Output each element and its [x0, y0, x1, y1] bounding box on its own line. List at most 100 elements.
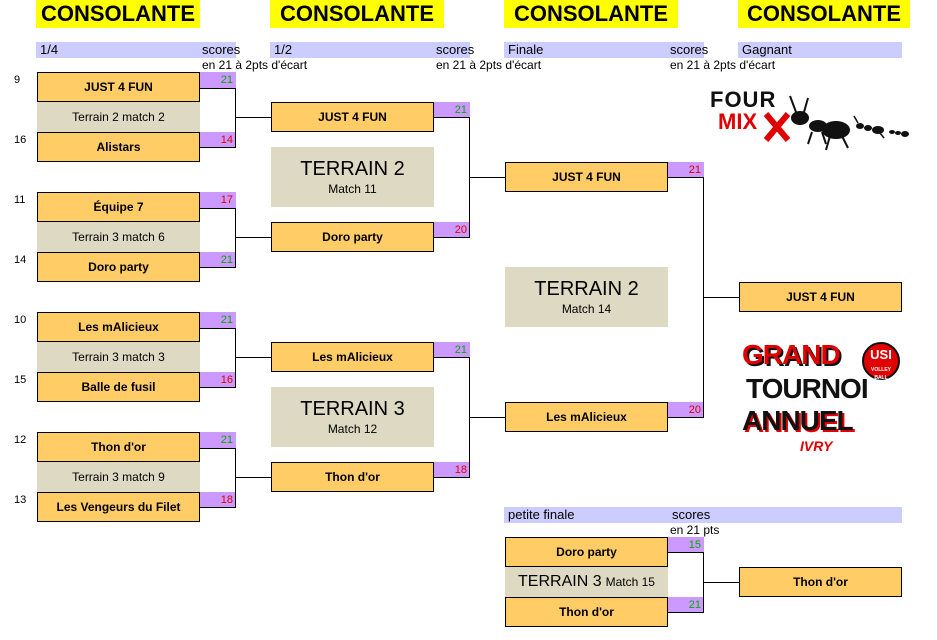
seed-number: 15: [14, 374, 27, 386]
ant-icon: [763, 95, 909, 151]
bracket-line: [434, 357, 470, 358]
terrain-name: TERRAIN 2: [300, 158, 405, 180]
bracket-line: [200, 387, 236, 388]
bracket-line: [200, 147, 236, 148]
bracket-line: [235, 88, 236, 148]
bracket-line: [469, 177, 505, 178]
score-rule-pf: en 21 pts: [670, 523, 720, 537]
bracket-line: [200, 328, 236, 329]
seed-number: 10: [14, 314, 27, 326]
bracket-line: [668, 177, 704, 178]
scores-label-2: scores: [434, 42, 475, 58]
score-cell: 21: [200, 72, 236, 88]
score-cell: 21: [200, 432, 236, 448]
team-box: Les Vengeurs du Filet: [37, 492, 200, 522]
match-info: Terrain 3 match 3: [37, 342, 200, 372]
logo-line-grand: GRAND: [742, 339, 841, 370]
seed-number: 14: [14, 254, 27, 266]
bracket-line: [469, 417, 505, 418]
logo-line-ivry: IVRY: [800, 438, 833, 454]
terrain-box: TERRAIN 3 Match 15: [505, 567, 668, 597]
bracket-line: [703, 582, 739, 583]
team-box: Alistars: [37, 132, 200, 162]
score-cell: 20: [434, 222, 470, 238]
scores-label-1: scores: [200, 42, 241, 58]
usi-badge-sub: VOLLEY BALL: [870, 367, 891, 381]
score-cell: 21: [200, 252, 236, 268]
score-cell: 21: [668, 162, 704, 178]
score-cell: 21: [434, 102, 470, 118]
round-label-quarter: 1/4: [36, 42, 200, 58]
match-number: Match 15: [605, 575, 655, 589]
team-box: Les mAlicieux: [505, 402, 668, 432]
match-info: Terrain 3 match 9: [37, 462, 200, 492]
winner-box: JUST 4 FUN: [739, 282, 902, 312]
bracket-line: [668, 612, 704, 613]
team-box: JUST 4 FUN: [271, 102, 434, 132]
bracket-line: [668, 417, 704, 418]
header-consolante-4: CONSOLANTE: [738, 0, 910, 28]
match-number: Match 11: [328, 182, 377, 196]
usi-badge-icon: USI VOLLEY BALL: [862, 342, 900, 381]
score-cell: 17: [200, 192, 236, 208]
bracket-line: [200, 507, 236, 508]
bracket-line: [235, 328, 236, 388]
team-box: Thon d'or: [37, 432, 200, 462]
usi-badge-label: USI: [870, 347, 892, 362]
terrain-name: TERRAIN 3: [518, 573, 602, 590]
terrain-name: TERRAIN 3: [300, 398, 405, 420]
team-box: JUST 4 FUN: [505, 162, 668, 192]
bracket-line: [434, 117, 470, 118]
header-consolante-3: CONSOLANTE: [504, 0, 678, 28]
team-box: Thon d'or: [505, 597, 668, 627]
bracket-line: [434, 237, 470, 238]
round-label-semi: 1/2: [270, 42, 434, 58]
score-cell: 14: [200, 132, 236, 148]
bracket-line: [235, 208, 236, 268]
score-rule-3: en 21 à 2pts d'écart: [670, 58, 776, 72]
bracket-line: [200, 88, 236, 89]
seed-number: 9: [14, 74, 21, 86]
score-rule-2: en 21 à 2pts d'écart: [436, 58, 542, 72]
round-label-winner: Gagnant: [738, 42, 902, 58]
match-number: Match 12: [327, 422, 378, 436]
bracket-line: [668, 552, 704, 553]
terrain-name: TERRAIN 2: [534, 278, 639, 300]
match-info: Terrain 3 match 6: [37, 222, 200, 252]
terrain-box: TERRAIN 2 Match 14: [505, 267, 668, 327]
match-number: Match 14: [561, 302, 612, 316]
grand-tournoi-logo: GRAND TOURNOI ANNUEL IVRY USI VOLLEY BAL…: [742, 340, 912, 466]
score-cell: 18: [434, 462, 470, 478]
petite-finale-winner-box: Thon d'or: [739, 567, 902, 597]
score-cell: 15: [668, 537, 704, 553]
team-box: Balle de fusil: [37, 372, 200, 402]
team-box: Les mAlicieux: [37, 312, 200, 342]
team-box: Équipe 7: [37, 192, 200, 222]
team-box: Doro party: [505, 537, 668, 567]
bracket-line: [434, 477, 470, 478]
header-consolante-1: CONSOLANTE: [36, 0, 200, 28]
terrain-box: TERRAIN 2 Match 11: [271, 147, 434, 207]
team-box: JUST 4 FUN: [37, 72, 200, 102]
score-cell: 21: [668, 597, 704, 613]
bracket-line: [200, 208, 236, 209]
logo-line-annuel: ANNUEL: [742, 405, 854, 436]
score-cell: 21: [434, 342, 470, 358]
fourmix-logo-bottom: MIX: [718, 109, 758, 134]
bracket-line: [703, 297, 739, 298]
bracket-line: [200, 267, 236, 268]
bracket-line: [235, 357, 271, 358]
round-label-petite-finale: petite finale: [504, 507, 668, 523]
score-cell: 21: [200, 312, 236, 328]
score-cell: 20: [668, 402, 704, 418]
team-box: Doro party: [271, 222, 434, 252]
round-label-final: Finale: [504, 42, 668, 58]
score-cell: 16: [200, 372, 236, 388]
bracket-line: [200, 448, 236, 449]
scores-label-pf: scores: [668, 507, 902, 523]
seed-number: 16: [14, 134, 27, 146]
terrain-box: TERRAIN 3 Match 12: [271, 387, 434, 447]
team-box: Thon d'or: [271, 462, 434, 492]
seed-number: 11: [14, 194, 26, 206]
logo-line-tournoi: TOURNOI: [746, 373, 869, 404]
